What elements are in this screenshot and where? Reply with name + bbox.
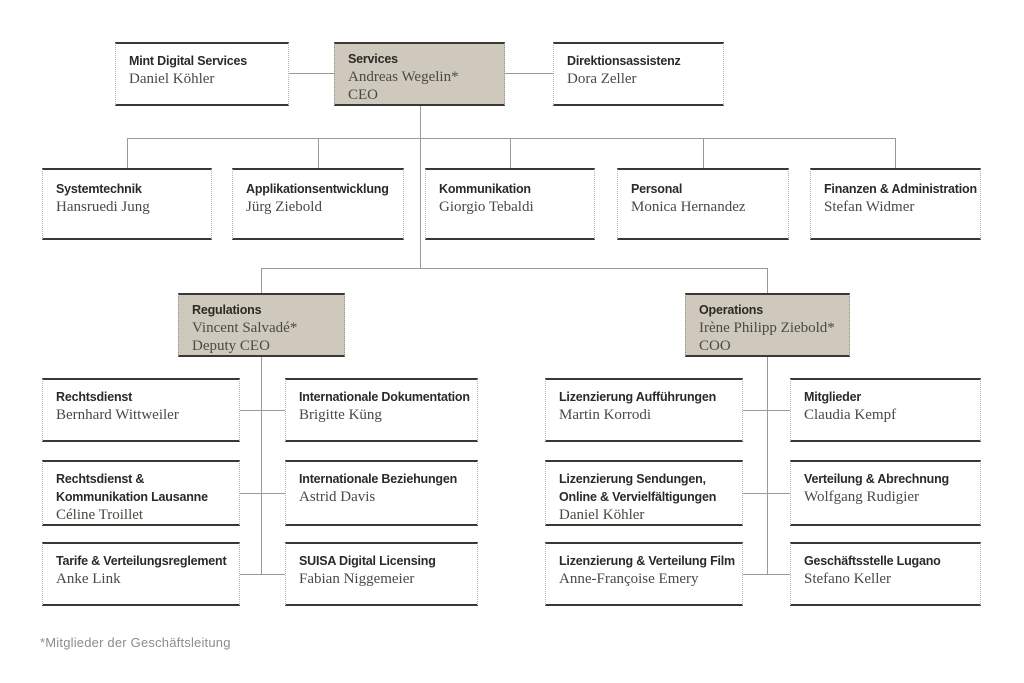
org-node-rechtsdienst: Rechtsdienst Bernhard Wittweiler: [42, 378, 240, 442]
node-title: Direktionsassistenz: [567, 54, 681, 68]
connector-line: [767, 357, 768, 575]
org-node-applikationsentwicklung: Applikationsentwicklung Jürg Ziebold: [232, 168, 404, 240]
connector-line: [420, 106, 421, 138]
node-person: Anne-Françoise Emery: [559, 571, 699, 587]
node-person: Giorgio Tebaldi: [439, 199, 534, 215]
node-title: Rechtsdienst: [56, 390, 133, 404]
org-node-personal: Personal Monica Hernandez: [617, 168, 789, 240]
node-person: Vincent Salvadé*: [192, 320, 298, 336]
org-node-verteilung-abrechnung: Verteilung & Abrechnung Wolfgang Rudigie…: [790, 460, 981, 526]
connector-line: [261, 268, 767, 269]
connector-line: [289, 73, 334, 74]
node-title: Lizenzierung & Verteilung Film: [559, 554, 735, 568]
org-node-suisa-digital-licensing: SUISA Digital Licensing Fabian Niggemeie…: [285, 542, 478, 606]
node-person: Hansruedi Jung: [56, 199, 150, 215]
node-person: Astrid Davis: [299, 489, 376, 505]
node-person: Céline Troillet: [56, 507, 144, 523]
node-person: Anke Link: [56, 571, 121, 587]
connector-line: [743, 410, 790, 411]
connector-line: [240, 493, 285, 494]
org-node-operations: Operations Irène Philipp Ziebold* COO: [685, 293, 850, 357]
node-person: Dora Zeller: [567, 71, 637, 87]
org-node-finanzen-administration: Finanzen & Administration Stefan Widmer: [810, 168, 981, 240]
node-person: Irène Philipp Ziebold*: [699, 320, 835, 336]
connector-line: [420, 138, 421, 268]
org-node-internationale-dokumentation: Internationale Dokumentation Brigitte Kü…: [285, 378, 478, 442]
node-title: Mint Digital Services: [129, 54, 248, 68]
node-title: Kommunikation: [439, 182, 531, 196]
org-node-mint-digital-services: Mint Digital Services Daniel Köhler: [115, 42, 289, 106]
node-title: SUISA Digital Licensing: [299, 554, 436, 568]
node-person: Claudia Kempf: [804, 407, 897, 423]
connector-line: [743, 493, 790, 494]
org-node-kommunikation: Kommunikation Giorgio Tebaldi: [425, 168, 595, 240]
org-node-systemtechnik: Systemtechnik Hansruedi Jung: [42, 168, 212, 240]
node-title: Systemtechnik: [56, 182, 142, 196]
connector-line: [240, 574, 285, 575]
connector-line: [895, 138, 896, 168]
connector-line: [767, 268, 768, 293]
node-person: Daniel Köhler: [129, 71, 215, 87]
node-title: Mitglieder: [804, 390, 862, 404]
connector-line: [261, 357, 262, 575]
node-title: Operations: [699, 303, 763, 317]
node-title: Verteilung & Abrechnung: [804, 472, 949, 486]
org-node-regulations: Regulations Vincent Salvadé* Deputy CEO: [178, 293, 345, 357]
node-title: Regulations: [192, 303, 262, 317]
connector-line: [127, 138, 128, 168]
connector-line: [127, 138, 896, 139]
connector-line: [318, 138, 319, 168]
org-node-internationale-beziehungen: Internationale Beziehungen Astrid Davis: [285, 460, 478, 526]
node-person: Bernhard Wittweiler: [56, 407, 179, 423]
node-title: Internationale Beziehungen: [299, 472, 458, 486]
node-person: Fabian Niggemeier: [299, 571, 415, 587]
org-node-services-ceo: Services Andreas Wegelin* CEO: [334, 42, 505, 106]
node-person: Andreas Wegelin*: [348, 69, 459, 85]
node-role: CEO: [348, 87, 378, 103]
org-node-lizenzierung-verteilung-film: Lizenzierung & Verteilung Film Anne-Fran…: [545, 542, 743, 606]
node-role: Deputy CEO: [192, 338, 270, 354]
node-title: Geschäftsstelle Lugano: [804, 554, 941, 568]
org-node-geschaeftsstelle-lugano: Geschäftsstelle Lugano Stefano Keller: [790, 542, 981, 606]
node-title: Internationale Dokumentation: [299, 390, 470, 404]
connector-line: [703, 138, 704, 168]
node-person: Monica Hernandez: [631, 199, 746, 215]
node-title: Lizenzierung Aufführungen: [559, 390, 717, 404]
node-title: Applikationsentwicklung: [246, 182, 389, 196]
node-person: Stefano Keller: [804, 571, 892, 587]
connector-line: [743, 574, 790, 575]
connector-line: [505, 73, 553, 74]
node-person: Brigitte Küng: [299, 407, 382, 423]
node-role: COO: [699, 338, 731, 354]
node-person: Martin Korrodi: [559, 407, 652, 423]
node-title: Personal: [631, 182, 683, 196]
node-title: Lizenzierung Sendungen, Online & Verviel…: [559, 472, 717, 504]
node-person: Wolfgang Rudigier: [804, 489, 920, 505]
footnote-mitglieder-geschaeftsleitung: *Mitglieder der Geschäftsleitung: [40, 635, 231, 650]
connector-line: [510, 138, 511, 168]
org-node-direktionsassistenz: Direktionsassistenz Dora Zeller: [553, 42, 724, 106]
node-title: Rechtsdienst & Kommunikation Lausanne: [56, 472, 208, 504]
node-title: Finanzen & Administration: [824, 182, 977, 196]
org-node-tarife-verteilungsreglement: Tarife & Verteilungsreglement Anke Link: [42, 542, 240, 606]
org-node-lizenzierung-auffuehrungen: Lizenzierung Aufführungen Martin Korrodi: [545, 378, 743, 442]
node-title: Services: [348, 52, 398, 66]
org-node-lizenzierung-sendungen-online: Lizenzierung Sendungen, Online & Verviel…: [545, 460, 743, 526]
org-node-mitglieder: Mitglieder Claudia Kempf: [790, 378, 981, 442]
node-person: Daniel Köhler: [559, 507, 645, 523]
org-node-rechtsdienst-kommunikation-lausanne: Rechtsdienst & Kommunikation Lausanne Cé…: [42, 460, 240, 526]
node-title: Tarife & Verteilungsreglement: [56, 554, 227, 568]
node-person: Jürg Ziebold: [246, 199, 322, 215]
node-person: Stefan Widmer: [824, 199, 915, 215]
connector-line: [261, 268, 262, 293]
connector-line: [240, 410, 285, 411]
